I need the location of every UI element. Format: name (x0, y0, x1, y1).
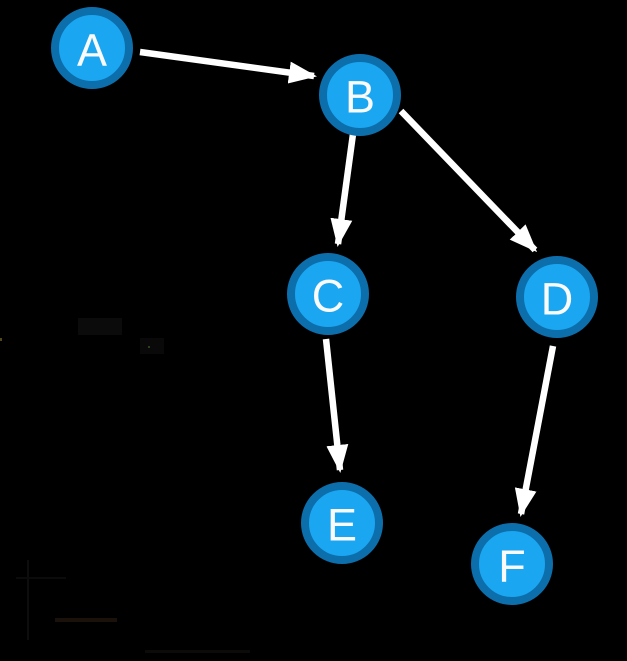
edge-B-D (398, 108, 538, 253)
edge-D-F (514, 345, 557, 517)
node-D[interactable]: D (516, 256, 598, 338)
nodes-layer: A B C D E F (51, 7, 598, 605)
node-circle-E[interactable] (301, 482, 383, 564)
edge-B-C (330, 133, 357, 247)
edges-layer (139, 48, 557, 517)
edge-C-E (322, 338, 349, 473)
edge-A-B (139, 48, 317, 84)
node-circle-F[interactable] (471, 523, 553, 605)
node-C[interactable]: C (287, 253, 369, 335)
node-circle-D[interactable] (516, 256, 598, 338)
node-circle-A[interactable] (51, 7, 133, 89)
node-E[interactable]: E (301, 482, 383, 564)
node-circle-B[interactable] (319, 54, 401, 136)
node-F[interactable]: F (471, 523, 553, 605)
node-B[interactable]: B (319, 54, 401, 136)
node-A[interactable]: A (51, 7, 133, 89)
node-circle-C[interactable] (287, 253, 369, 335)
